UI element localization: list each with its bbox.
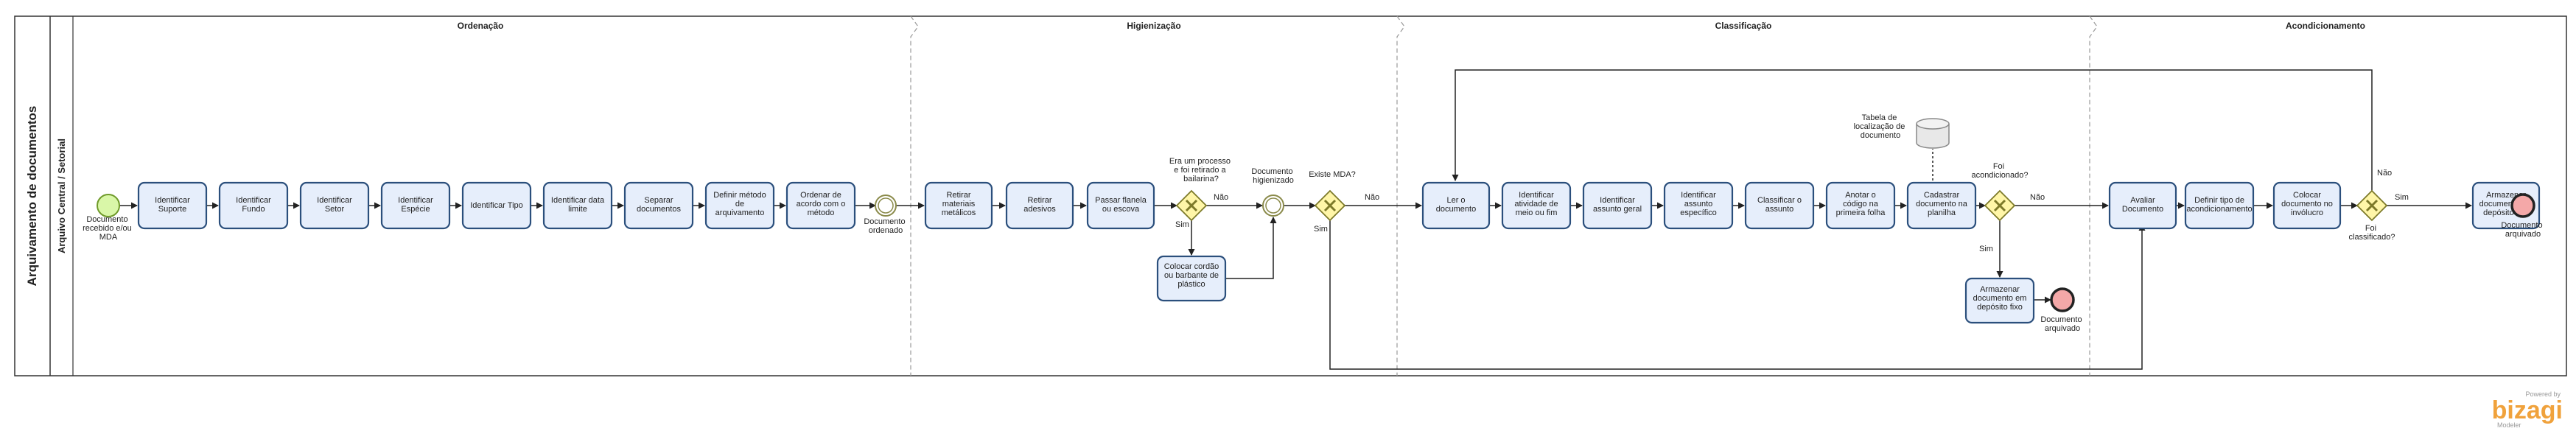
phase-separator [910,15,919,376]
gateway-foi-acondicionado[interactable] [1984,189,2016,222]
event-documento-ordenado[interactable] [875,195,897,217]
brand-logo: bizagi [2492,396,2563,424]
gateway-existe-mda[interactable] [1314,189,1346,222]
flow-label-sim: Sim [1979,245,1993,253]
svg-text:Identificar Tipo: Identificar Tipo [470,201,523,210]
event-documento-higienizado-label: Documento higienizado [1251,167,1295,185]
end-event-visible[interactable] [2510,193,2535,218]
end-event-visible-label: Documento arquivado [2501,221,2544,239]
event-documento-higienizado[interactable] [1262,195,1284,217]
phase-classificacao: Classificação [1715,21,1772,31]
start-event-label: Documento recebido e/ou MDA [83,215,134,242]
flow-label-nao: Não [1214,193,1228,202]
brand-sub: Modeler [2497,421,2521,429]
flow-label-sim: Sim [1314,225,1328,234]
flow-label-sim: Sim [2395,193,2409,202]
lane-title: Arquivo Central / Setorial [56,139,67,253]
phase-acondicionamento: Acondicionamento [2286,21,2365,31]
datastore-label: Tabela de localização de documento [1854,113,1908,140]
datastore-icon [1916,118,1950,149]
end-event-arquivado[interactable] [2050,287,2075,312]
flow-label-nao: Não [1365,193,1379,202]
gateway-foi-acondicionado-label: Foi acondicionado? [1971,162,2028,180]
task-identificar-tipo[interactable]: Identificar Tipo [461,181,532,230]
sequence-flows [119,69,2539,370]
phase-ordenacao: Ordenação [458,21,504,31]
gateway-processo-bailarina-label: Era um processo e foi retirado a bailari… [1169,157,1233,183]
brand-powered: Powered by [2525,390,2561,398]
end-event-arquivado-label: Documento arquivado [2040,315,2084,333]
pool-title: Arquivamento de documentos [25,106,39,287]
phase-higienizacao: Higienização [1127,21,1180,31]
flow-label-nao: Não [2030,193,2045,202]
phase-separator [1396,15,1405,376]
gateway-processo-bailarina[interactable] [1175,189,1208,222]
gateway-foi-classificado[interactable] [2356,189,2388,222]
flow-label-nao: Não [2377,169,2392,178]
gateway-foi-classificado-label: Foi classificado? [2349,224,2395,242]
start-event[interactable] [97,194,120,217]
flow-label-sim: Sim [1175,220,1189,229]
event-documento-ordenado-label: Documento ordenado [864,217,907,235]
gateway-existe-mda-label: Existe MDA? [1309,170,1356,179]
phase-separator [2089,15,2098,376]
